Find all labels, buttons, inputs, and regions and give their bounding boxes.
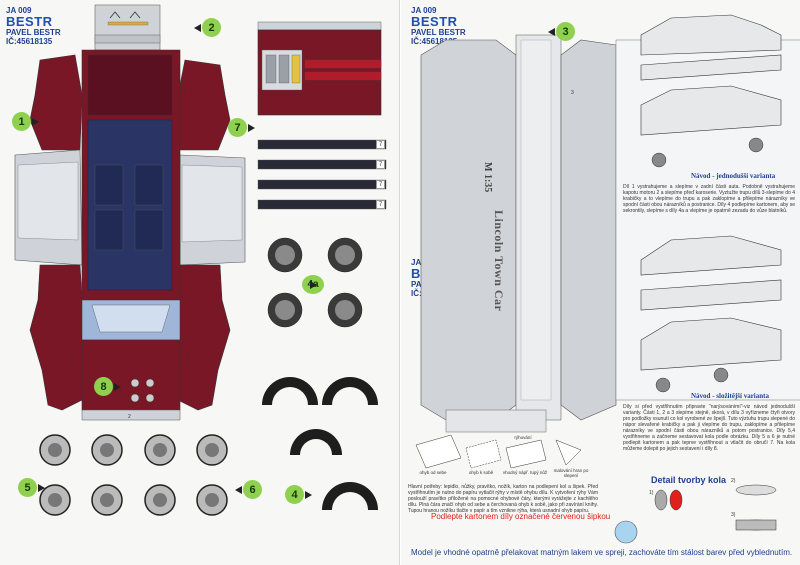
fold-label-score: rýhování bbox=[514, 435, 532, 440]
fold-label-edges: malování hran po slepení bbox=[553, 468, 589, 478]
strip-number-2: 7 bbox=[376, 160, 385, 169]
right-brand-logo: BESTR bbox=[411, 14, 458, 29]
hood-part bbox=[94, 4, 161, 51]
badge-part-5: 5 bbox=[18, 478, 45, 497]
fold-label-tool: vhodný nápř. tupý nůž bbox=[502, 470, 548, 475]
simple-instructions-title: Návod - jednodušší varianta bbox=[691, 172, 776, 180]
badge-part-6: 6 bbox=[235, 480, 262, 499]
part-1-right-label: 1 bbox=[183, 88, 186, 94]
right-sheet-code: JA 009 bbox=[411, 6, 437, 15]
left-sheet: JA 009 BESTR PAVEL BESTR IČ:45618135 bbox=[6, 0, 400, 565]
complex-instructions-text: Díly si před vystřihnutím připravte "nar… bbox=[623, 404, 795, 452]
badge-part-3: 3 bbox=[548, 22, 575, 41]
strip-parts bbox=[257, 139, 387, 210]
wire-wheels-5-6 bbox=[39, 434, 228, 516]
complex-instructions-title: Návod - složitější varianta bbox=[691, 392, 769, 400]
scale-label: M 1:35 bbox=[482, 162, 493, 193]
left-brand-block: JA 009 BESTR PAVEL BESTR IČ:45618135 bbox=[6, 6, 61, 46]
part-2-center-label: 2 bbox=[128, 414, 131, 420]
badge-part-4a: 4a bbox=[302, 275, 324, 294]
detail-step-2: 2) bbox=[731, 478, 736, 484]
part-2-right-label: 2 bbox=[186, 355, 189, 361]
car-illustration-simple bbox=[640, 14, 782, 168]
right-ic: IČ:45618135 bbox=[411, 37, 458, 46]
left-ic: IČ:45618135 bbox=[6, 37, 53, 46]
tools-text: Hlavní potřeby: lepidlo, nůžky, pravítko… bbox=[408, 484, 586, 490]
scoring-text: Před vystřihnutím je nutno do papíru vyt… bbox=[408, 484, 598, 514]
simple-instructions-text: Díl 1 vystrahujeme a slepíme v zadní čás… bbox=[623, 184, 795, 214]
strip-number-3: 7 bbox=[376, 180, 385, 189]
right-sheet: JA 009 BESTR PAVEL BESTR IČ:45618135 JA … bbox=[401, 0, 800, 565]
footer-red-note: Podlepte kartonem díly označené červenou… bbox=[431, 512, 611, 521]
part-2-left-label: 2 bbox=[70, 355, 73, 361]
general-tools-text: Hlavní potřeby: lepidlo, nůžky, pravítko… bbox=[408, 484, 598, 514]
right-sheet-drawing bbox=[415, 14, 800, 544]
right-author: PAVEL BESTR bbox=[411, 28, 466, 37]
part-3-label: 3 bbox=[571, 90, 574, 96]
detail-title: Detail tvorby kola bbox=[651, 475, 727, 485]
detail-step-3: 3) bbox=[731, 512, 736, 518]
footer-blue-note: Model je vhodné opatrně přelakovat matný… bbox=[411, 548, 793, 557]
badge-part-8: 8 bbox=[94, 377, 121, 396]
badge-part-1: 1 bbox=[12, 112, 39, 131]
grille-part bbox=[257, 21, 382, 116]
badge-part-2: 2 bbox=[194, 18, 221, 37]
part-1-left-label: 1 bbox=[76, 88, 79, 94]
badge-part-7: 7 bbox=[228, 118, 255, 137]
detail-step-1: 1) bbox=[649, 490, 654, 496]
body-main-part bbox=[14, 49, 246, 421]
strip-number-1: 7 bbox=[376, 140, 385, 149]
model-name-label: Lincoln Town Car bbox=[492, 210, 506, 312]
fold-label-out: ohyb od sebe bbox=[419, 470, 447, 475]
footer-bubble bbox=[614, 520, 638, 544]
hubcaps-8 bbox=[130, 378, 155, 403]
tire-parts bbox=[262, 377, 378, 510]
left-brand-logo: BESTR bbox=[6, 14, 53, 29]
right-brand-block: JA 009 BESTR PAVEL BESTR IČ:45618135 bbox=[411, 6, 466, 46]
strip-number-4: 7 bbox=[376, 200, 385, 209]
fold-diagrams bbox=[415, 434, 582, 469]
badge-part-4: 4 bbox=[285, 485, 312, 504]
fold-label-in: ohyb k sobě bbox=[468, 470, 494, 475]
wheel-detail-diagram bbox=[654, 484, 777, 531]
wheel-discs-4a bbox=[267, 237, 363, 328]
left-sheet-drawing bbox=[14, 4, 387, 516]
left-author: PAVEL BESTR bbox=[6, 28, 61, 37]
left-sheet-code: JA 009 bbox=[6, 6, 32, 15]
car-illustration-complex bbox=[640, 235, 782, 393]
